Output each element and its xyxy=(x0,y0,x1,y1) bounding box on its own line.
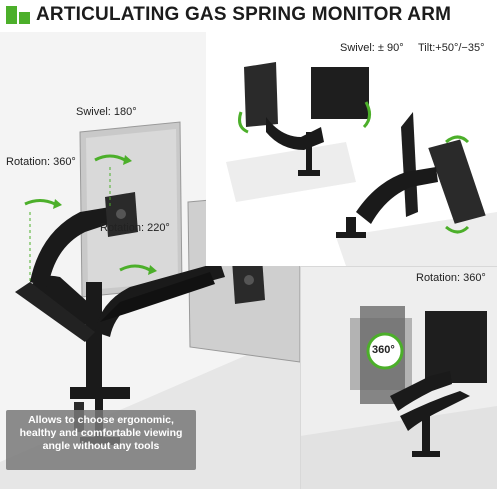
rotation-360-label: Rotation: 360° xyxy=(6,156,76,168)
swivel-180-label: Swivel: 180° xyxy=(76,106,137,118)
rotation-illustration xyxy=(300,306,497,489)
brand-logo-icon xyxy=(6,6,30,24)
rotation-panel: Rotation: 360° 360° xyxy=(300,266,497,489)
swivel-tilt-illustration xyxy=(226,62,497,266)
tilt-label: Tilt:+50°/−35° xyxy=(418,42,485,54)
panel-divider-horizontal xyxy=(300,266,497,267)
rotation-360-badge: 360° xyxy=(372,344,395,356)
header: ARTICULATING GAS SPRING MONITOR ARM xyxy=(0,0,497,30)
swivel-90-label: Swivel: ± 90° xyxy=(340,42,404,54)
panel-divider-vertical xyxy=(300,266,301,489)
swivel-tilt-panel: Swivel: ± 90° Tilt:+50°/−35° xyxy=(206,32,497,266)
page-title: ARTICULATING GAS SPRING MONITOR ARM xyxy=(36,4,452,25)
feature-caption: Allows to choose ergonomic, healthy and … xyxy=(6,410,196,470)
rotation-220-label: Rotation: 220° xyxy=(100,222,170,234)
rotation-360-side-label: Rotation: 360° xyxy=(416,272,486,284)
